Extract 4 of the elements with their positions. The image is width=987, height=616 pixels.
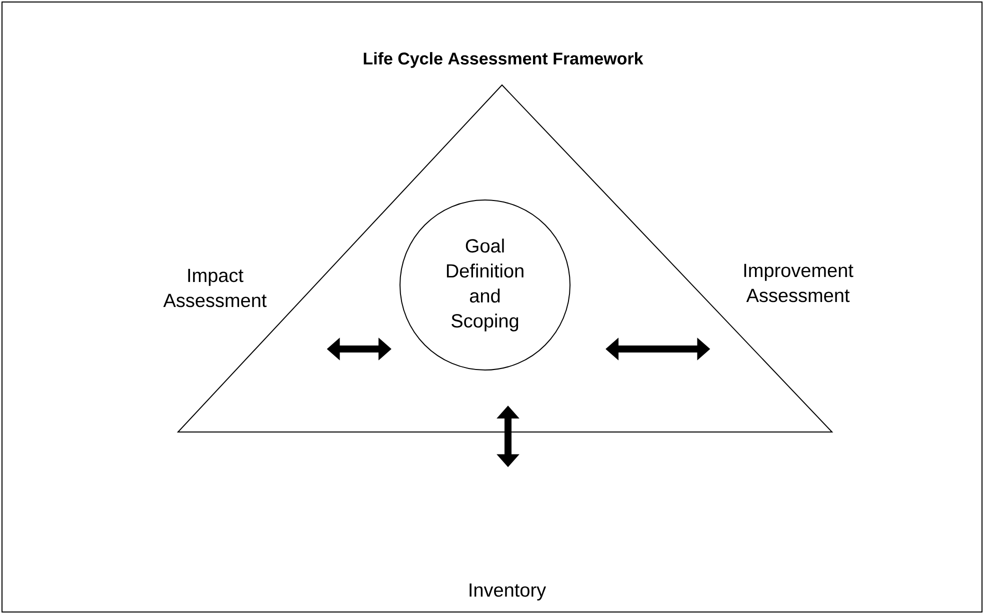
- side-label: Inventory: [470, 584, 546, 600]
- side-label: Impact Assessment: [163, 268, 267, 308]
- title: Life Cycle Assessment Framework: [364, 52, 644, 68]
- side-label: Improvement Assessment: [744, 264, 854, 302]
